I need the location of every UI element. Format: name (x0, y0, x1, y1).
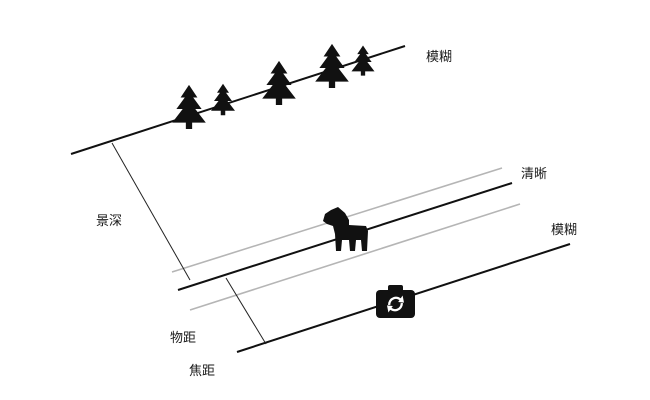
sharp-label: 清晰 (521, 167, 547, 182)
depth-of-field-label: 景深 (96, 214, 122, 229)
blur-near-label: 模糊 (551, 222, 577, 238)
object-distance-dimension-line (225, 277, 267, 345)
tree-icon (211, 83, 235, 116)
object-distance-label: 物距 (170, 331, 196, 346)
dof-near-bound-line (189, 203, 521, 311)
camera-icon (376, 285, 415, 318)
tree-icon (172, 84, 206, 129)
dala-horse-icon (323, 207, 368, 251)
far-plane-line (70, 45, 406, 155)
dof-dimension-line (111, 142, 191, 281)
blur-far-label: 模糊 (426, 49, 452, 65)
focal-distance-label: 焦距 (189, 364, 215, 379)
tree-icon (351, 45, 375, 76)
